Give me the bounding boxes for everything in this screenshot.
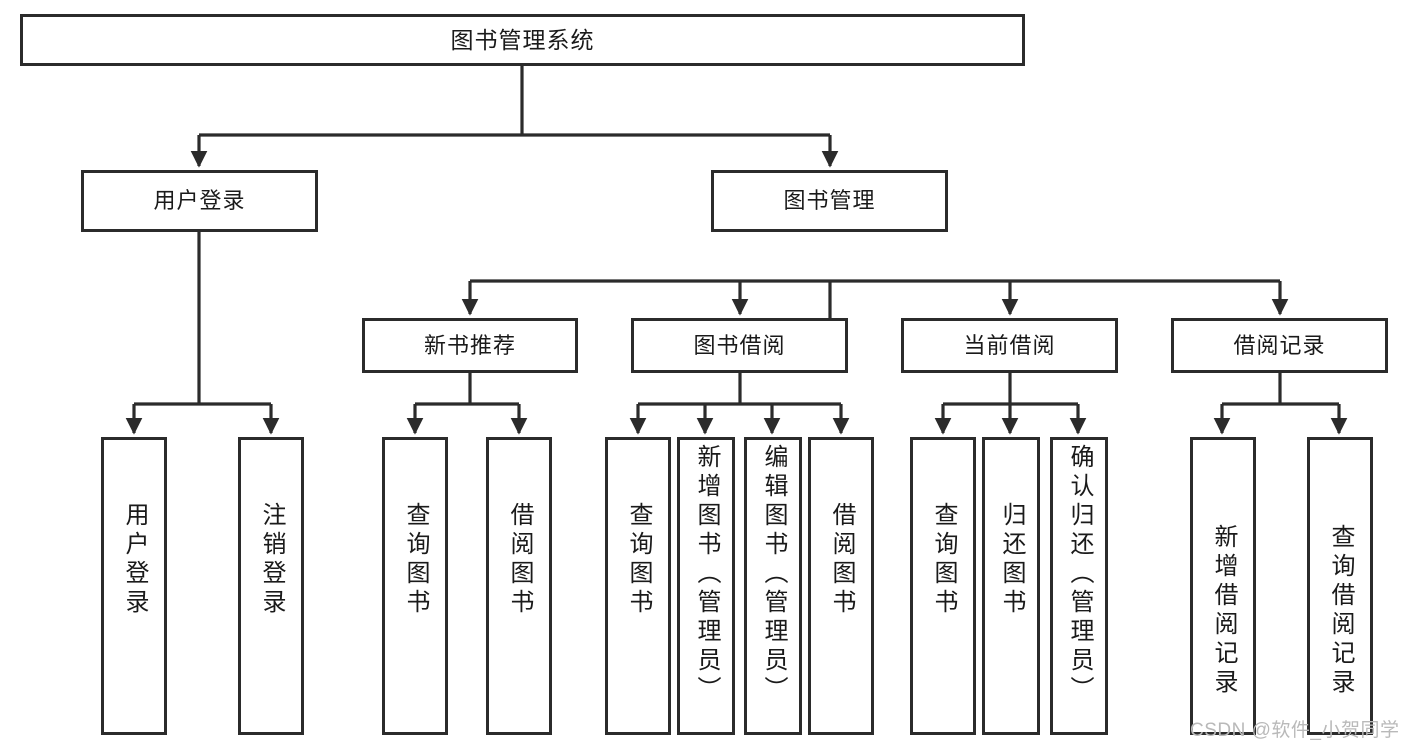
leaf-add-book-admin[interactable]: 新增图书（管理员） bbox=[677, 437, 735, 735]
node-book-borrow[interactable]: 图书借阅 bbox=[631, 318, 848, 373]
node-book-management[interactable]: 图书管理 bbox=[711, 170, 948, 232]
leaf-return-book-label: 归还图书 bbox=[998, 502, 1025, 618]
leaf-logout-label: 注销登录 bbox=[258, 502, 285, 618]
node-user-login-label: 用户登录 bbox=[153, 188, 246, 214]
leaf-add-borrow-record[interactable]: 新增借阅记录 bbox=[1190, 437, 1256, 735]
leaf-confirm-return-admin[interactable]: 确认归还（管理员） bbox=[1050, 437, 1108, 735]
leaf-edit-book-admin-label: 编辑图书（管理员） bbox=[760, 444, 787, 705]
leaf-return-book[interactable]: 归还图书 bbox=[982, 437, 1040, 735]
csdn-watermark: CSDN @软件_小贺同学 bbox=[1190, 720, 1400, 741]
node-new-book-recommend[interactable]: 新书推荐 bbox=[362, 318, 578, 373]
leaf-query-borrow-record[interactable]: 查询借阅记录 bbox=[1307, 437, 1373, 735]
node-current-borrow[interactable]: 当前借阅 bbox=[901, 318, 1118, 373]
leaf-add-book-admin-label: 新增图书（管理员） bbox=[693, 444, 720, 705]
node-new-book-recommend-label: 新书推荐 bbox=[423, 332, 516, 358]
leaf-borrow-book-borrow[interactable]: 借阅图书 bbox=[808, 437, 874, 735]
node-book-management-label: 图书管理 bbox=[783, 188, 876, 214]
leaf-borrow-book-borrow-label: 借阅图书 bbox=[828, 502, 855, 618]
leaf-add-borrow-record-label: 新增借阅记录 bbox=[1210, 524, 1237, 698]
leaf-confirm-return-admin-label: 确认归还（管理员） bbox=[1066, 444, 1093, 705]
node-current-borrow-label: 当前借阅 bbox=[963, 332, 1056, 358]
leaf-user-login[interactable]: 用户登录 bbox=[101, 437, 167, 735]
node-borrow-record[interactable]: 借阅记录 bbox=[1171, 318, 1388, 373]
leaf-query-book-borrow[interactable]: 查询图书 bbox=[605, 437, 671, 735]
leaf-query-borrow-record-label: 查询借阅记录 bbox=[1327, 524, 1354, 698]
leaf-query-book-borrow-label: 查询图书 bbox=[625, 502, 652, 618]
leaf-query-book-current-label: 查询图书 bbox=[930, 502, 957, 618]
leaf-borrow-book-new-label: 借阅图书 bbox=[506, 502, 533, 618]
leaf-edit-book-admin[interactable]: 编辑图书（管理员） bbox=[744, 437, 802, 735]
node-root[interactable]: 图书管理系统 bbox=[20, 14, 1025, 66]
leaf-logout[interactable]: 注销登录 bbox=[238, 437, 304, 735]
node-borrow-record-label: 借阅记录 bbox=[1233, 332, 1326, 358]
leaf-query-book-new-label: 查询图书 bbox=[402, 502, 429, 618]
leaf-query-book-new[interactable]: 查询图书 bbox=[382, 437, 448, 735]
node-root-label: 图书管理系统 bbox=[450, 26, 595, 53]
node-book-borrow-label: 图书借阅 bbox=[693, 332, 786, 358]
leaf-query-book-current[interactable]: 查询图书 bbox=[910, 437, 976, 735]
leaf-user-login-label: 用户登录 bbox=[121, 502, 148, 618]
leaf-borrow-book-new[interactable]: 借阅图书 bbox=[486, 437, 552, 735]
node-user-login[interactable]: 用户登录 bbox=[81, 170, 318, 232]
